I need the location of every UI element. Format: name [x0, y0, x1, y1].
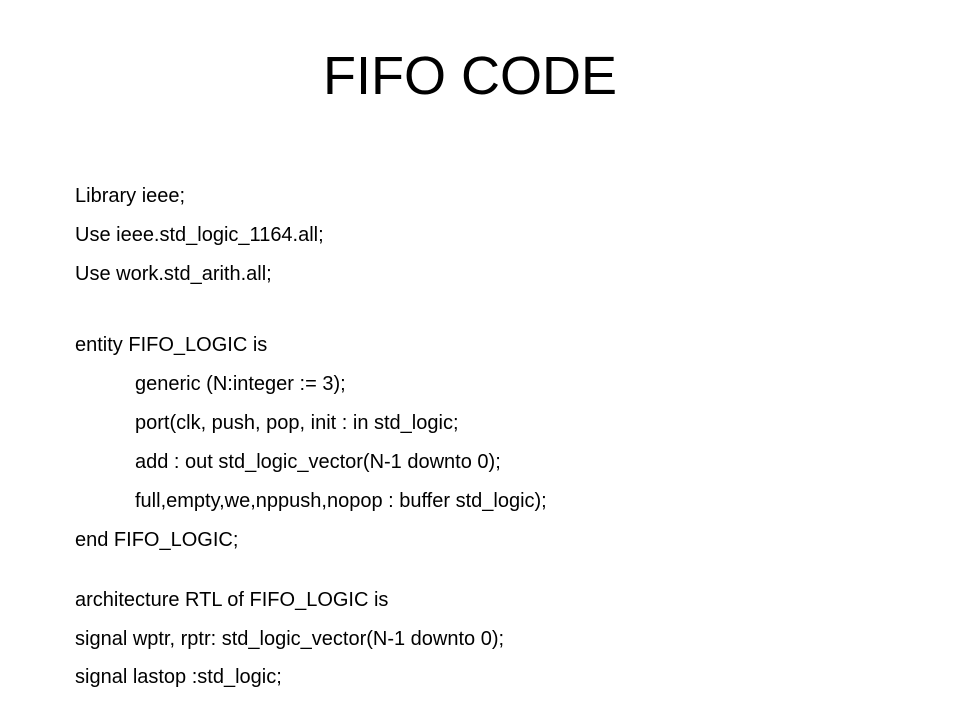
- code-line: port(clk, push, pop, init : in std_logic…: [135, 412, 459, 434]
- code-line: signal lastop :std_logic;: [75, 666, 282, 688]
- code-line: Library ieee;: [75, 185, 186, 207]
- code-line: entity FIFO_LOGIC is: [75, 334, 268, 356]
- code-line: Use work.std_arith.all;: [75, 263, 272, 285]
- code-line: architecture RTL of FIFO_LOGIC is: [75, 589, 389, 611]
- code-line: add : out std_logic_vector(N-1 downto 0)…: [135, 451, 501, 473]
- slide-title: FIFO CODE: [323, 46, 617, 106]
- code-line: end FIFO_LOGIC;: [75, 529, 239, 551]
- code-line: full,empty,we,nppush,nopop : buffer std_…: [135, 490, 547, 512]
- code-line: generic (N:integer := 3);: [135, 373, 346, 395]
- code-line: signal wptr, rptr: std_logic_vector(N-1 …: [75, 628, 505, 650]
- code-line: Use ieee.std_logic_1164.all;: [75, 224, 324, 246]
